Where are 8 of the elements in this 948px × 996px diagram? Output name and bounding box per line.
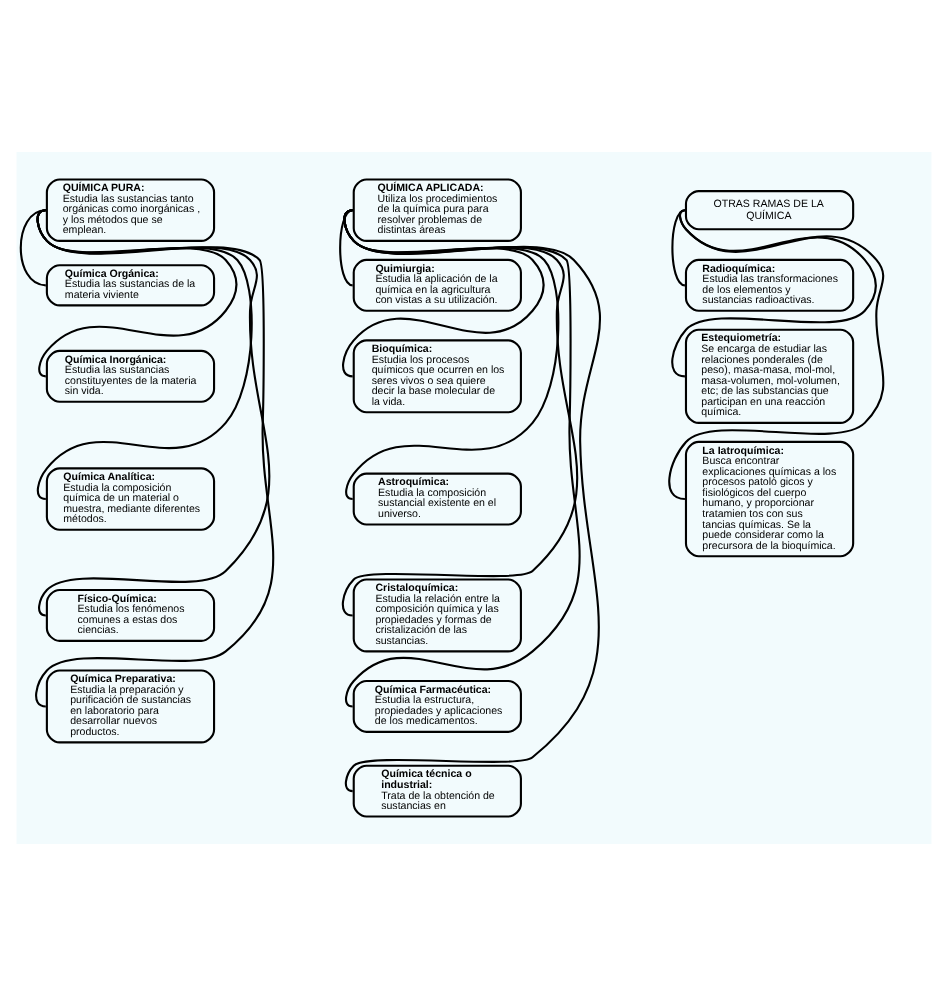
connector	[668, 209, 885, 501]
connector	[343, 209, 601, 792]
connector	[19, 209, 47, 287]
connector	[35, 209, 275, 708]
connector	[341, 209, 579, 617]
connector	[671, 209, 686, 287]
connector	[339, 209, 354, 287]
connector	[671, 209, 877, 378]
